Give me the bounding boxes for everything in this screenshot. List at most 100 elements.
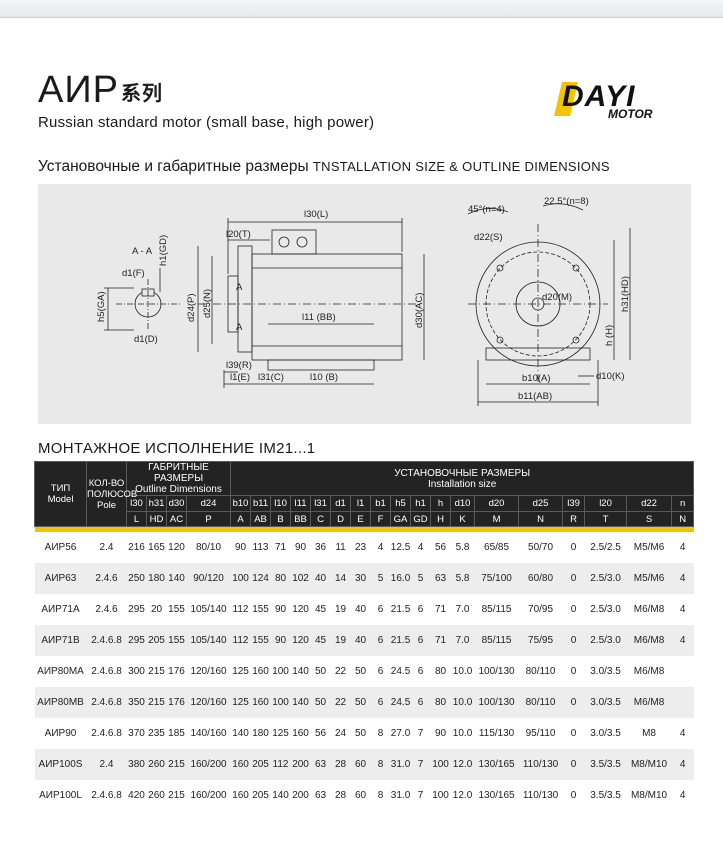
table-cell: 0 xyxy=(562,593,585,625)
table-cell: 50 xyxy=(310,655,331,687)
table-cell: 71 xyxy=(430,593,451,625)
motor-body xyxy=(251,253,403,361)
column-letter-n: N xyxy=(671,511,695,527)
table-cell: 180 xyxy=(250,717,271,749)
table-cell: 5 xyxy=(370,562,391,594)
table-cell: 50 xyxy=(350,717,371,749)
column-letter-b11: AB xyxy=(250,511,272,527)
table-cell: 45 xyxy=(310,593,331,625)
column-letter-d24: P xyxy=(185,511,232,527)
table-cell: 2.4.6.8 xyxy=(86,624,127,656)
table-cell: 40 xyxy=(350,593,371,625)
model-cell: АИР63 xyxy=(34,562,87,594)
label-l20-t: l20(T) xyxy=(226,229,251,240)
column-letter-l11: BB xyxy=(290,511,312,527)
table-cell: 6 xyxy=(410,655,431,687)
table-cell: 0 xyxy=(562,686,585,718)
table-cell: 0 xyxy=(562,562,585,594)
label-d22-s: d22(S) xyxy=(474,232,503,243)
table-cell: M6/M8 xyxy=(626,655,672,687)
table-cell: 350 xyxy=(126,686,147,718)
table-cell: 24.5 xyxy=(390,686,411,718)
table-cell: 60 xyxy=(350,748,371,780)
table-cell: 85/115 xyxy=(474,593,519,625)
table-cell: 100 xyxy=(230,562,251,594)
table-cell: 12.0 xyxy=(450,779,475,811)
column-code-l30: l30 xyxy=(126,495,147,512)
label-section-a-top: A xyxy=(236,282,243,293)
table-cell: 90 xyxy=(430,717,451,749)
table-cell: 3.0/3.5 xyxy=(584,686,627,718)
table-cell: 7 xyxy=(410,779,431,811)
table-cell: 140 xyxy=(290,686,311,718)
logo-wordmark: DAYI xyxy=(562,80,635,113)
model-cell: АИР71В xyxy=(34,624,87,656)
table-cell: 50/70 xyxy=(518,531,563,563)
table-cell: 6 xyxy=(370,655,391,687)
label-d20-m: d20(M) xyxy=(542,292,572,303)
label-l30-l: l30(L) xyxy=(304,209,328,220)
table-cell: 0 xyxy=(562,748,585,780)
table-cell: 75/100 xyxy=(474,562,519,594)
table-cell: 56 xyxy=(430,531,451,563)
label-angle-22: 22.5°(n=8) xyxy=(544,196,589,207)
table-cell: 7.0 xyxy=(450,624,475,656)
table-cell: M8/M10 xyxy=(626,779,672,811)
column-code-b1: b1 xyxy=(370,495,392,512)
table-cell: 380 xyxy=(126,748,147,780)
table-cell: 180 xyxy=(146,562,167,594)
table-cell: 216 xyxy=(126,531,147,563)
table-cell: 0 xyxy=(562,655,585,687)
series-suffix: 系列 xyxy=(121,83,164,105)
table-cell: 2.4.6 xyxy=(86,593,127,625)
label-b10-a: b10(A) xyxy=(522,373,551,384)
table-cell: M5/M6 xyxy=(626,531,672,563)
table-cell: 370 xyxy=(126,717,147,749)
table-cell: 100 xyxy=(430,748,451,780)
table-cell: 6 xyxy=(410,593,431,625)
table-cell: 31.0 xyxy=(390,748,411,780)
model-cell: АИР71А xyxy=(34,593,87,625)
table-cell: 3.0/3.5 xyxy=(584,717,627,749)
table-cell: 2.4.6.8 xyxy=(86,717,127,749)
table-cell: 124 xyxy=(250,562,271,594)
table-cell: 4 xyxy=(671,531,694,563)
table-cell: 102 xyxy=(290,562,311,594)
table-cell: 7.0 xyxy=(450,593,475,625)
table-cell: 90 xyxy=(270,624,291,656)
series-subtitle: Russian standard motor (small base, high… xyxy=(38,114,375,131)
table-cell: 155 xyxy=(166,593,187,625)
column-code-d25: d25 xyxy=(518,495,564,512)
table-cell: 3.5/3.5 xyxy=(584,748,627,780)
table-cell: 90 xyxy=(230,531,251,563)
table-cell: 295 xyxy=(126,624,147,656)
table-cell: 40 xyxy=(350,624,371,656)
table-cell: 8 xyxy=(370,717,391,749)
table-cell: 27.0 xyxy=(390,717,411,749)
table-cell: 75/95 xyxy=(518,624,563,656)
label-l31-c: l31(C) xyxy=(258,372,284,383)
table-cell: 140 xyxy=(230,717,251,749)
table-cell: 50 xyxy=(310,686,331,718)
table-cell: 205 xyxy=(250,779,271,811)
table-cell: 4 xyxy=(671,562,694,594)
column-letter-d22: S xyxy=(626,511,673,527)
table-cell: 160 xyxy=(250,686,271,718)
column-code-l31: l31 xyxy=(310,495,332,512)
table-cell: M6/M8 xyxy=(626,593,672,625)
label-l39-r: l39(R) xyxy=(226,360,252,371)
column-letter-d20: M xyxy=(474,511,520,527)
table-cell: 420 xyxy=(126,779,147,811)
motor-outline-svg: A - A h1(GD) d1(F) h5(GA) d1(D) l30(L) l… xyxy=(96,196,631,406)
model-cell: АИР80МВ xyxy=(34,686,87,718)
table-cell: 10.0 xyxy=(450,717,475,749)
table-cell: 65/85 xyxy=(474,531,519,563)
label-l10-b: l10 (B) xyxy=(310,372,338,383)
table-cell: 215 xyxy=(146,655,167,687)
logo-accent-stripe xyxy=(554,82,578,116)
header-accent-strip xyxy=(34,526,694,532)
label-l11-bb: l11 (BB) xyxy=(302,312,336,323)
table-cell: 176 xyxy=(166,655,187,687)
